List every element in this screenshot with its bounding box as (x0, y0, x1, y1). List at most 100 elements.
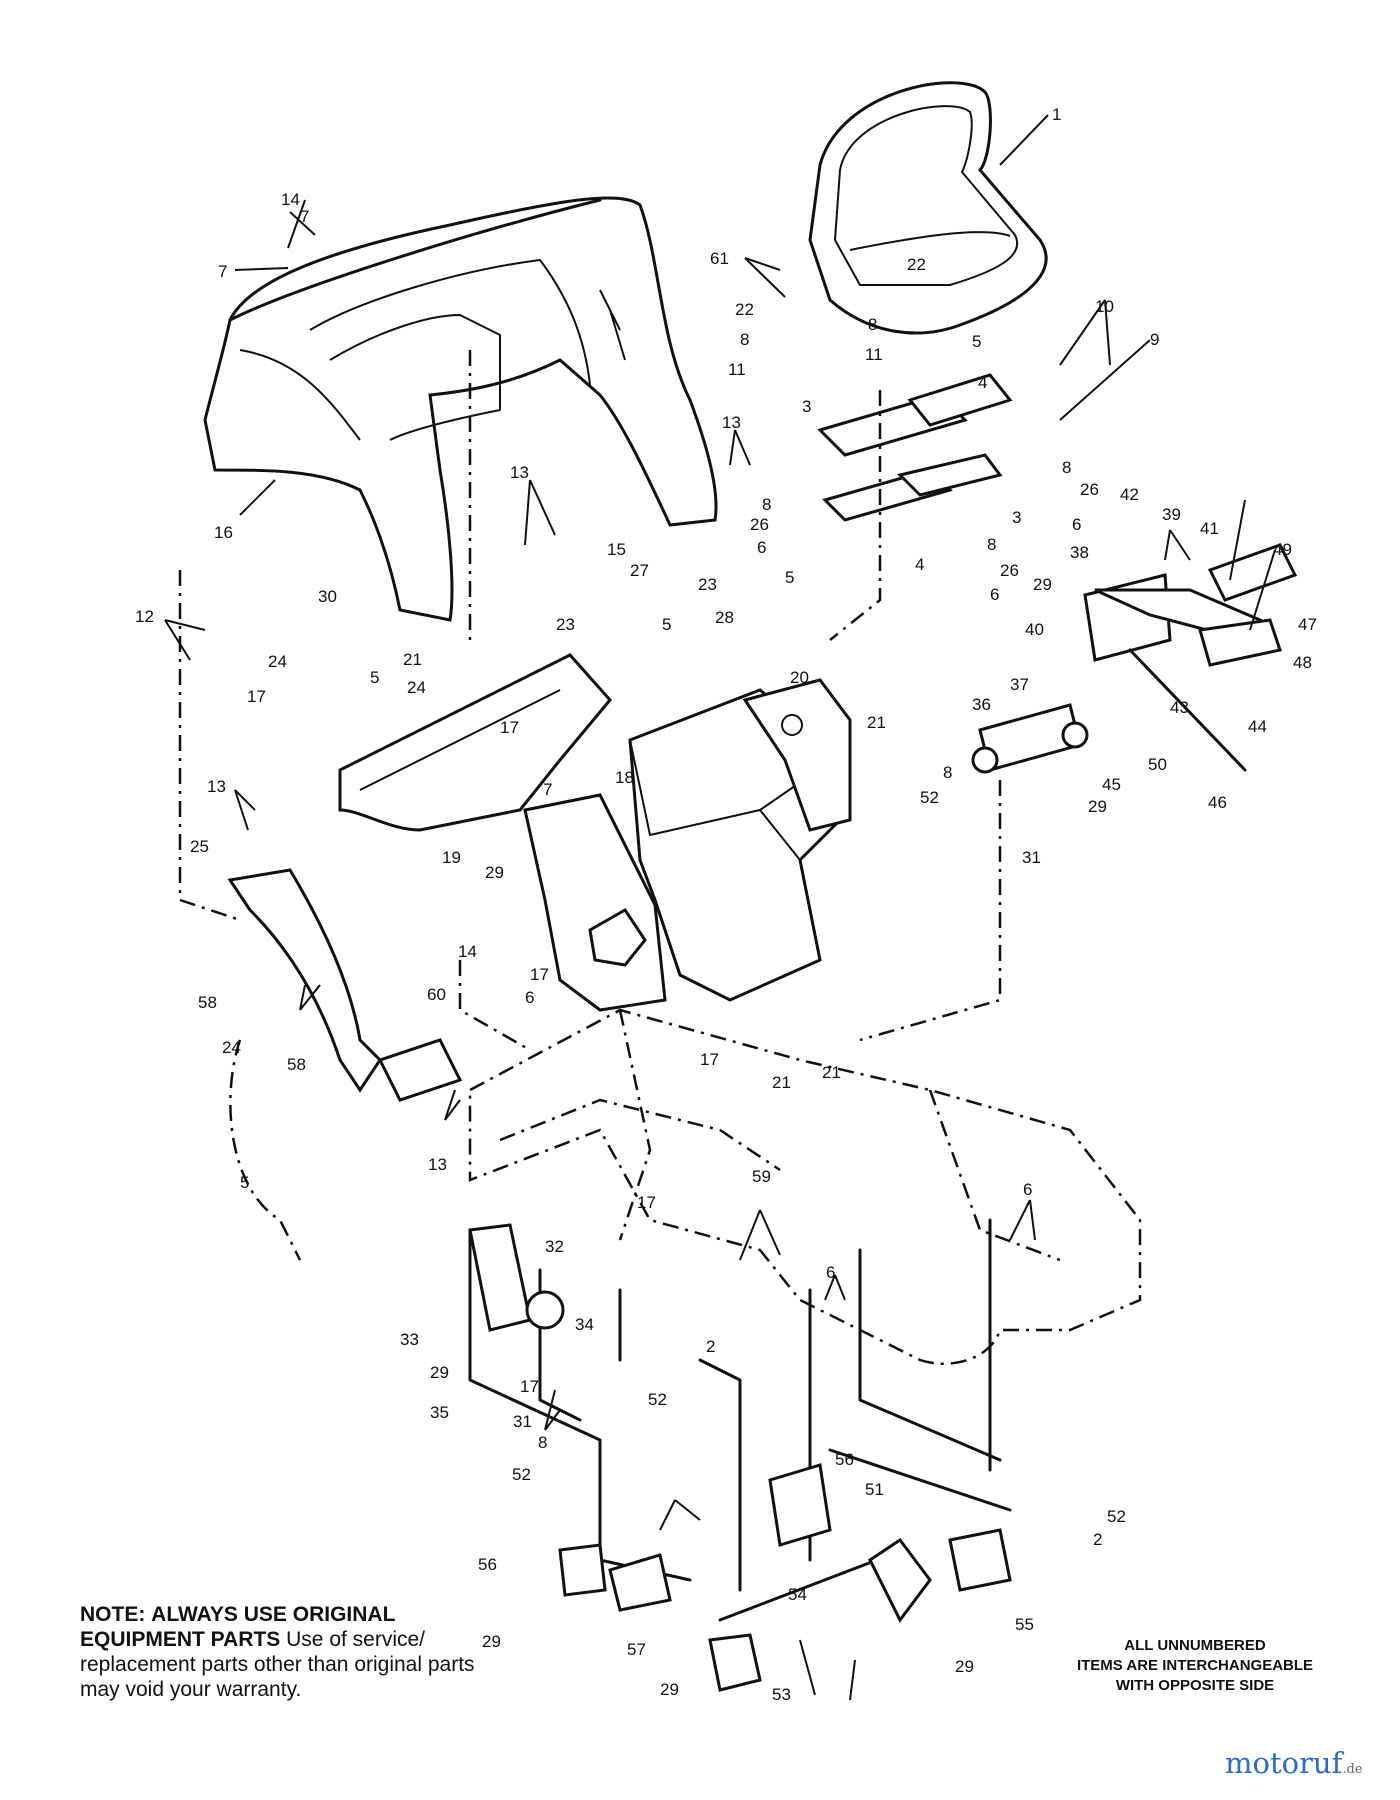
callout-23: 23 (698, 575, 717, 594)
note-heading: ALWAYS USE ORIGINAL EQUIPMENT PARTS (80, 1603, 396, 1651)
callout-28: 28 (715, 608, 734, 627)
callout-17: 17 (247, 687, 266, 706)
callout-20: 20 (790, 668, 809, 687)
callout-26: 26 (1080, 480, 1099, 499)
callout-8: 8 (538, 1433, 547, 1452)
callout-13: 13 (722, 413, 741, 432)
callout-21: 21 (867, 713, 886, 732)
callout-26: 26 (1000, 561, 1019, 580)
callout-39: 39 (1162, 505, 1181, 524)
callout-8: 8 (740, 330, 749, 349)
callout-47: 47 (1298, 615, 1317, 634)
battery-box (628, 678, 852, 1002)
callout-18: 18 (615, 768, 634, 787)
callout-5: 5 (370, 668, 379, 687)
callout-2: 2 (706, 1337, 715, 1356)
callout-17: 17 (530, 965, 549, 984)
callout-54: 54 (788, 1585, 807, 1604)
note-body: Use of service/ replacement parts other … (80, 1628, 475, 1701)
callout-7: 7 (218, 262, 227, 281)
interchange-line-1: ALL UNNUMBERED (1124, 1637, 1266, 1654)
callout-53: 53 (772, 1685, 791, 1704)
callout-30: 30 (318, 587, 337, 606)
callout-29: 29 (482, 1632, 501, 1651)
callout-21: 21 (772, 1073, 791, 1092)
callout-5: 5 (785, 568, 794, 587)
note-label: NOTE: (80, 1603, 146, 1626)
callout-45: 45 (1102, 775, 1121, 794)
callout-38: 38 (1070, 543, 1089, 562)
callout-9: 9 (1150, 330, 1159, 349)
callout-11: 11 (728, 360, 746, 379)
callout-43: 43 (1170, 698, 1189, 717)
callout-52: 52 (920, 788, 939, 807)
callout-1: 1 (1052, 105, 1061, 124)
seat (808, 81, 1048, 335)
interchangeable-items-note: ALL UNNUMBERED ITEMS ARE INTERCHANGEABLE… (1055, 1636, 1335, 1696)
callout-46: 46 (1208, 793, 1227, 812)
callout-8: 8 (762, 495, 771, 514)
callout-49: 49 (1273, 540, 1292, 559)
callout-56: 56 (835, 1450, 854, 1469)
callout-17: 17 (500, 718, 519, 737)
assembly-lines (178, 350, 1002, 1261)
callout-leaders (164, 114, 1276, 1701)
callout-6: 6 (757, 538, 766, 557)
callout-58: 58 (287, 1055, 306, 1074)
callout-51: 51 (865, 1480, 884, 1499)
watermark-brand: motoruf (1225, 1746, 1343, 1780)
callout-13: 13 (428, 1155, 447, 1174)
callout-23: 23 (556, 615, 575, 634)
callout-26: 26 (750, 515, 769, 534)
callout-21: 21 (822, 1063, 841, 1082)
callout-41: 41 (1200, 519, 1219, 538)
callout-14: 14 (458, 942, 477, 961)
callout-59: 59 (752, 1167, 771, 1186)
callout-14: 14 (281, 190, 300, 209)
watermark-domain: .de (1342, 1762, 1363, 1777)
callout-11: 11 (865, 345, 883, 364)
callout-5: 5 (240, 1173, 249, 1192)
callout-8: 8 (1062, 458, 1071, 477)
callout-13: 13 (207, 777, 226, 796)
callout-29: 29 (1088, 797, 1107, 816)
callout-29: 29 (660, 1680, 679, 1699)
callout-8: 8 (868, 315, 877, 334)
fender-mount-plate (338, 653, 612, 832)
callout-24: 24 (222, 1038, 241, 1057)
callout-24: 24 (407, 678, 426, 697)
callout-8: 8 (987, 535, 996, 554)
callout-17: 17 (637, 1193, 656, 1212)
callout-33: 33 (400, 1330, 419, 1349)
callout-52: 52 (648, 1390, 667, 1409)
interchange-line-2: ITEMS ARE INTERCHANGEABLE (1076, 1657, 1314, 1674)
callout-29: 29 (955, 1657, 974, 1676)
support-bracket (523, 793, 667, 1012)
callout-44: 44 (1248, 717, 1267, 736)
callout-6: 6 (525, 988, 534, 1007)
callout-55: 55 (1015, 1615, 1034, 1634)
callout-25: 25 (190, 837, 209, 856)
callout-36: 36 (972, 695, 991, 714)
seat-pivot-bracket (971, 703, 1089, 774)
callout-3: 3 (802, 397, 811, 416)
callout-8: 8 (943, 763, 952, 782)
callout-19: 19 (442, 848, 461, 867)
callout-32: 32 (545, 1237, 564, 1256)
callout-7: 7 (543, 780, 552, 799)
main-frame (468, 1008, 1142, 1365)
callout-17: 17 (520, 1377, 539, 1396)
callout-3: 3 (1012, 508, 1021, 527)
callout-24: 24 (268, 652, 287, 671)
callout-31: 31 (513, 1412, 532, 1431)
callout-13: 13 (510, 463, 529, 482)
callout-29: 29 (430, 1363, 449, 1382)
callout-27: 27 (630, 561, 649, 580)
original-parts-note: NOTE: ALWAYS USE ORIGINAL EQUIPMENT PART… (80, 1602, 480, 1702)
callout-6: 6 (1072, 515, 1081, 534)
callout-29: 29 (485, 863, 504, 882)
callout-56: 56 (478, 1555, 497, 1574)
callout-35: 35 (430, 1403, 449, 1422)
callout-6: 6 (1023, 1180, 1032, 1199)
callout-17: 17 (700, 1050, 719, 1069)
